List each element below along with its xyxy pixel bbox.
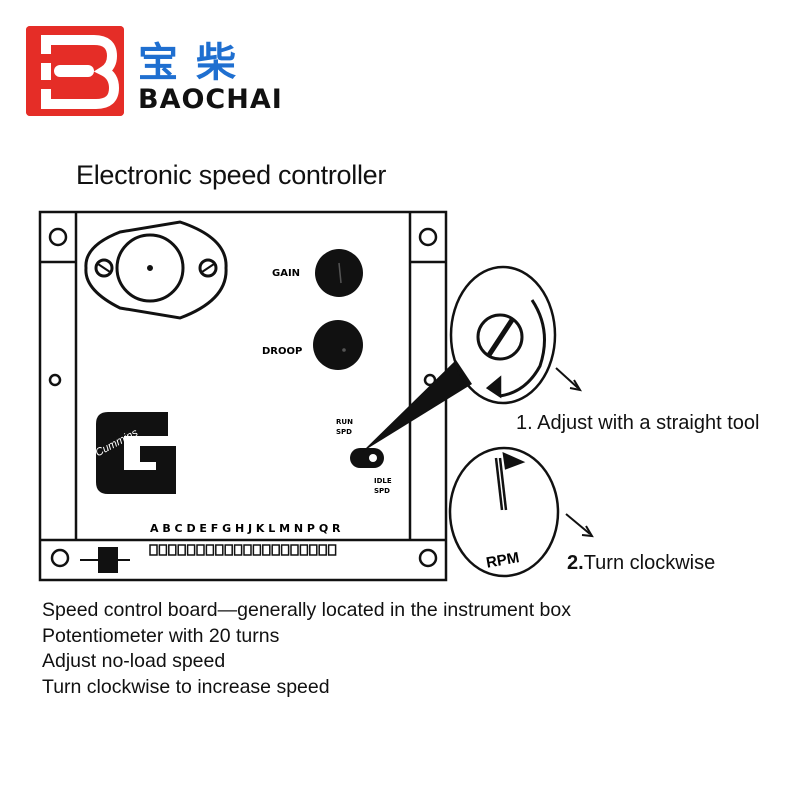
step-2-text: 2.Turn clockwise [567, 552, 715, 575]
idle-speed-potentiometer [350, 448, 384, 468]
terminal-cell [233, 544, 243, 556]
power-transistor [84, 220, 228, 320]
droop-potentiometer [313, 320, 363, 370]
zoomed-potentiometer [449, 265, 557, 405]
brand-name-cn: 宝柴 [138, 40, 254, 86]
note-item: Speed control board—generally located in… [42, 599, 571, 621]
terminal-cell [290, 544, 299, 556]
terminal-cell [149, 544, 158, 556]
arrow-to-step1 [555, 367, 583, 392]
jumper-component [80, 547, 130, 573]
brand-name-en: BAOCHAI [138, 84, 283, 115]
terminal-cell [177, 544, 186, 556]
terminal-cell [309, 544, 318, 556]
step-2-number: 2. [567, 552, 584, 574]
terminal-cell [186, 544, 196, 556]
terminal-cell [327, 544, 337, 556]
logo-mark-icon [26, 26, 124, 116]
note-item: Turn clockwise to increase speed [42, 675, 330, 698]
baochai-logo [26, 26, 124, 116]
step-1-text: 1. Adjust with a straight tool [516, 412, 760, 434]
terminal-cell [224, 544, 233, 556]
terminal-strip [149, 544, 337, 556]
callout-pointer [362, 360, 472, 452]
terminal-cell [262, 544, 271, 556]
terminal-cell [243, 544, 252, 556]
droop-label: DROOP [262, 346, 302, 357]
mounting-holes [48, 227, 438, 568]
step-2-label: Turn clockwise [583, 552, 716, 574]
terminal-cell [215, 544, 224, 556]
terminal-cell [168, 544, 177, 556]
rpm-dial [448, 446, 560, 578]
arrow-to-step2 [565, 513, 594, 538]
gain-potentiometer [315, 249, 363, 297]
terminal-cell [318, 544, 327, 556]
note-item: Adjust no-load speed [42, 650, 226, 672]
terminal-cell [205, 544, 215, 556]
terminal-letters: A B C D E F G H J K L M N P Q R [150, 522, 341, 535]
terminal-cell [196, 544, 205, 556]
terminal-cell [280, 544, 290, 556]
terminal-cell [271, 544, 280, 556]
cummins-logo-icon: Cummins [93, 412, 176, 494]
page-title: Electronic speed controller [76, 160, 387, 190]
note-item: Potentiometer with 20 turns [42, 624, 280, 647]
rpm-label: RPM [485, 549, 521, 572]
terminal-cell [158, 544, 168, 556]
terminal-cell [252, 544, 262, 556]
notes-list: Speed control board—generally located in… [42, 598, 571, 700]
terminal-cell [299, 544, 309, 556]
gain-label: GAIN [272, 268, 300, 279]
